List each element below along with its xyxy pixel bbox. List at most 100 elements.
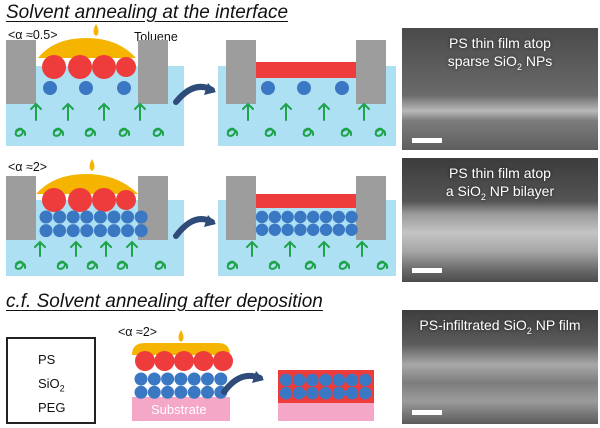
sio2-particle [319,387,332,400]
sio2-particle [94,224,107,237]
sem-caption-row3: PS-infiltrated SiO2 NP film [402,316,598,340]
row1-after-panel [218,40,396,146]
sio2-particle [80,211,93,224]
substrate [278,403,374,421]
sio2-particle [117,81,131,95]
sio2-particle [293,387,306,400]
sio2-particle [256,224,268,236]
sio2-particle [201,373,214,386]
ps-particle [116,57,136,77]
ps-particle [213,351,233,371]
sio2-particle [135,224,148,237]
sio2-particle [333,374,346,387]
sio2-particle [148,373,161,386]
barrier [226,40,256,104]
row3-particle-stack [135,351,234,399]
sio2-particle [346,374,359,387]
ps-film [256,194,356,208]
barrier [356,40,386,104]
sio2-particle [94,211,107,224]
sio2-particle [188,373,201,386]
sio2-particle [79,81,93,95]
barrier [138,40,168,104]
sem-image-row3: PS-infiltrated SiO2 NP film [402,310,598,424]
ps-particle [68,188,92,212]
sio2-particle [214,373,227,386]
sio2-particle [261,81,275,95]
scale-bar [412,410,442,415]
sio2-particle [293,374,306,387]
sio2-particle [80,224,93,237]
sio2-particle [307,224,319,236]
sem-image-row1: PS thin film atop sparse SiO2 NPs [402,28,598,150]
sio2-particle [335,81,349,95]
sio2-particle [281,211,293,223]
sio2-particle [121,224,134,237]
sio2-particle [359,374,372,387]
sio2-particle [280,374,293,387]
sio2-particle [333,387,346,400]
ps-particle [42,55,66,79]
sio2-particle [294,224,306,236]
sio2-particle [174,373,187,386]
ps-particle [68,55,92,79]
ps-particle [174,351,194,371]
sio2-particle [256,211,268,223]
sio2-particle [148,386,161,399]
sio2-particle [135,211,148,224]
sio2-particle [269,224,281,236]
sio2-particle [281,224,293,236]
legend-sio2-label: SiO2 [38,376,65,394]
sio2-particle [161,373,174,386]
sio2-particle [320,224,332,236]
legend-peg-label: PEG [38,400,65,415]
ps-particle [135,351,155,371]
toluene-droplet-icon [179,330,184,342]
sio2-particle [346,387,359,400]
sio2-particle [67,211,80,224]
sio2-particle [306,387,319,400]
sio2-particle [108,224,121,237]
sio2-particle [307,211,319,223]
sio2-particle [174,386,187,399]
barrier [226,176,256,240]
sio2-particle [306,374,319,387]
sio2-particle [319,374,332,387]
barrier [356,176,386,240]
ps-particle [116,190,136,210]
row2-after-panel [218,176,396,276]
sio2-particle [345,224,357,236]
sio2-particle [320,211,332,223]
sio2-particle [53,211,66,224]
sio2-particle [161,386,174,399]
sio2-particle [333,224,345,236]
ps-particle [42,188,66,212]
sio2-particle [201,386,214,399]
sio2-particle [53,224,66,237]
sio2-particle [135,386,148,399]
sio2-particle [297,81,311,95]
legend-ps-label: PS [38,352,55,367]
sio2-particle [108,211,121,224]
scale-bar [412,268,442,273]
sem-caption-row2: PS thin film atop a SiO2 NP bilayer [402,164,598,206]
sio2-particle [294,211,306,223]
sio2-particle [43,81,57,95]
sio2-particle [67,224,80,237]
toluene-layer [38,38,136,58]
sem-caption-row1: PS thin film atop sparse SiO2 NPs [402,34,598,76]
barrier [6,176,36,240]
sio2-particle [135,373,148,386]
sio2-particle [333,211,345,223]
ps-particle [92,55,116,79]
ps-film [256,62,356,78]
ps-particle [155,351,175,371]
toluene-droplet-icon [90,159,95,171]
sio2-particle [188,386,201,399]
sem-image-row2: PS thin film atop a SiO2 NP bilayer [402,158,598,282]
substrate-label: Substrate [151,402,207,417]
ps-particle [92,188,116,212]
sio2-particle [280,387,293,400]
sio2-particle [121,211,134,224]
